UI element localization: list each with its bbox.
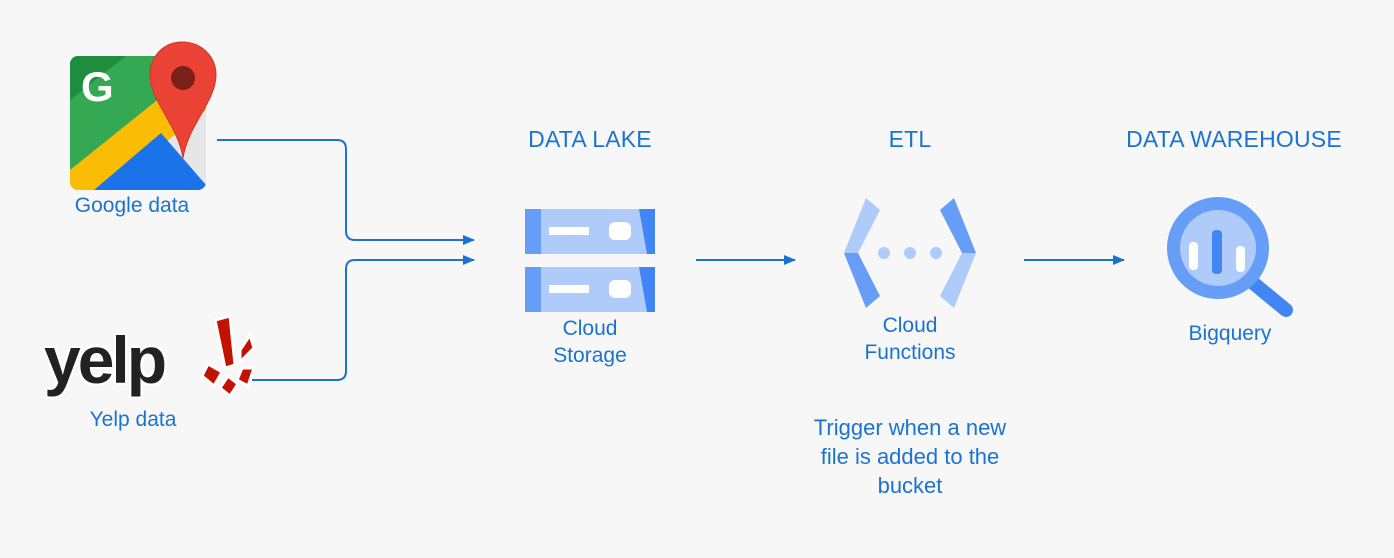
trigger-note-line3: bucket	[877, 473, 943, 498]
data-warehouse-header: DATA WAREHOUSE	[1126, 126, 1342, 152]
bigquery-icon	[1167, 197, 1293, 317]
cloud-storage-label-line1: Cloud	[562, 317, 618, 340]
yelp-burst-icon	[200, 314, 257, 399]
cloud-storage-label: Cloud Storage	[510, 315, 670, 369]
cloud-storage-icon	[525, 209, 655, 312]
yelp-wordmark: yelp	[44, 323, 167, 397]
cloud-functions-label-line1: Cloud	[882, 314, 938, 337]
cloud-storage-label-line2: Storage	[553, 344, 627, 367]
cloud-functions-label-line2: Functions	[864, 341, 956, 364]
data-lake-header: DATA LAKE	[528, 126, 652, 152]
trigger-note-line2: file is added to the	[820, 444, 1000, 469]
trigger-note-line1: Trigger when a new	[813, 415, 1007, 440]
arrow-google-to-storage	[217, 139, 475, 245]
etl-header: ETL	[888, 126, 932, 152]
google-maps-icon: G	[70, 41, 217, 190]
arrow-yelp-to-storage	[252, 255, 475, 381]
cloud-functions-icon	[844, 198, 976, 308]
yelp-logo: yelp	[40, 310, 260, 410]
google-data-label: Google data	[74, 194, 190, 217]
yelp-data-label: Yelp data	[89, 408, 177, 431]
cloud-functions-label: Cloud Functions	[830, 312, 990, 366]
svg-text:G: G	[81, 63, 114, 110]
trigger-note: Trigger when a new file is added to the …	[790, 413, 1030, 500]
bigquery-label: Bigquery	[1188, 322, 1272, 345]
